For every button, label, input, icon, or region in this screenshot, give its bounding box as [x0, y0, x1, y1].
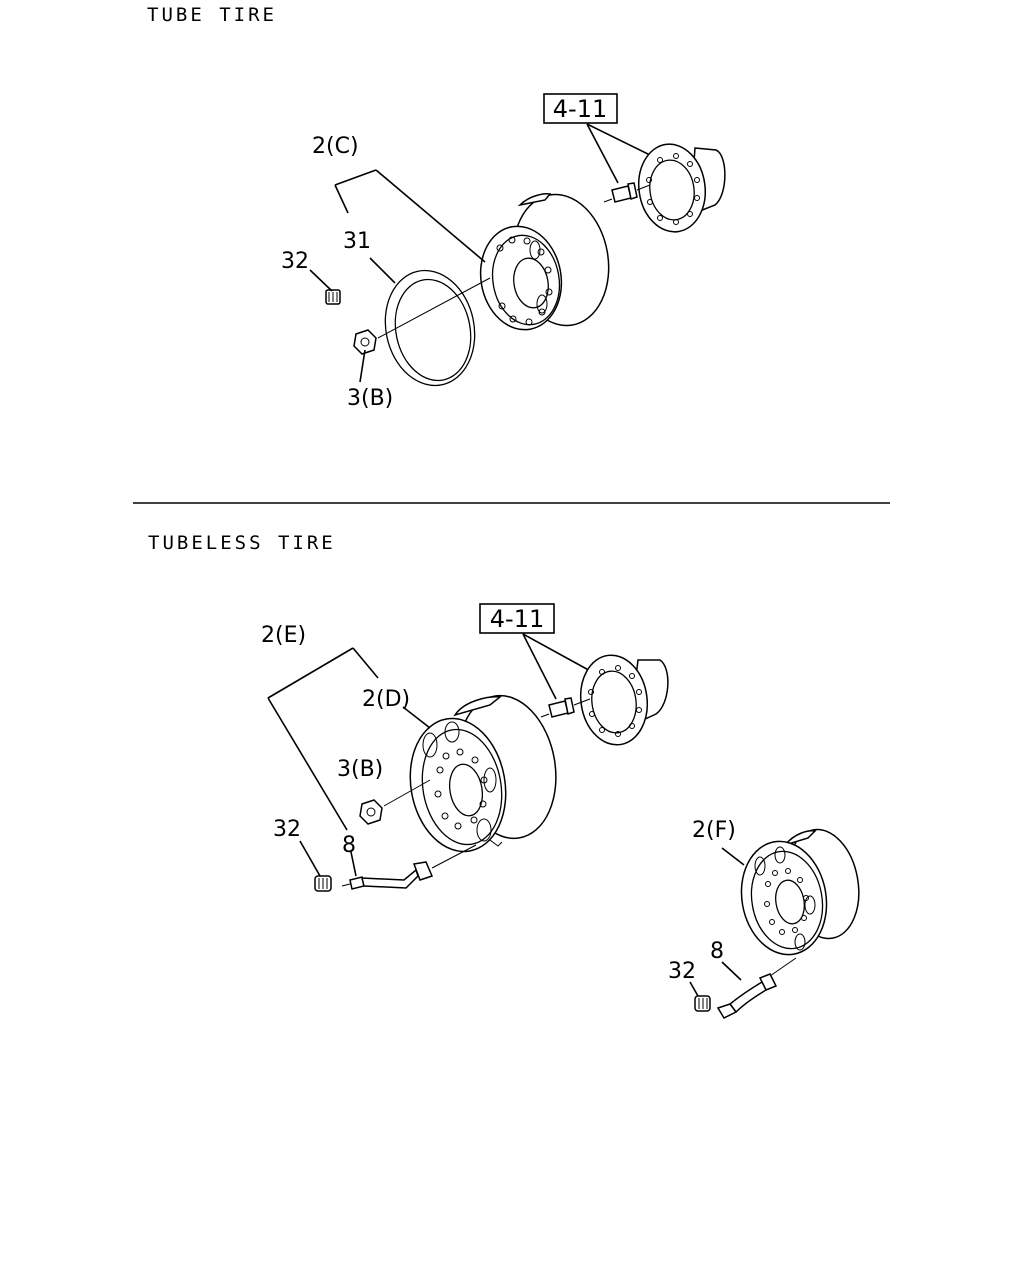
alt-valve-callout[interactable]: 8 — [710, 939, 724, 964]
tubeless-disc-wheel-callout[interactable]: 2(D) — [362, 687, 410, 712]
tubeless-nut-callout[interactable]: 3(B) — [337, 757, 383, 782]
tubeless-cap-callout[interactable]: 32 — [273, 817, 301, 842]
tube-ref-box-label: 4-11 — [553, 95, 607, 123]
tube-nut-callout[interactable]: 3(B) — [347, 386, 393, 411]
tube-disc-wheel-drawing — [479, 193, 610, 331]
tubeless-nut-drawing — [359, 799, 383, 825]
tubeless-disc-wheel-drawing — [409, 694, 557, 853]
tube-flap-drawing — [384, 269, 476, 387]
tube-cap-callout[interactable]: 32 — [281, 249, 309, 274]
tube-disc-wheel-callout[interactable]: 2(C) — [312, 134, 359, 159]
tubeless-hub-drawing — [579, 654, 669, 746]
tubeless-disc-assembly-callout[interactable]: 2(E) — [261, 623, 306, 648]
tubeless-valve-callout[interactable]: 8 — [342, 833, 356, 858]
tubeless-stud-drawing — [540, 697, 591, 718]
tube-flap-callout[interactable]: 31 — [343, 229, 371, 254]
tube-ref-box[interactable]: 4-11 — [543, 93, 618, 124]
alt-cap-drawing — [694, 995, 711, 1012]
tube-nut-drawing — [353, 329, 377, 355]
tube-cap-drawing — [325, 289, 341, 305]
tube-tire-title: TUBE TIRE — [147, 4, 277, 26]
tube-stud-drawing — [603, 182, 651, 203]
alt-disc-wheel-callout[interactable]: 2(F) — [692, 818, 736, 843]
tubeless-cap-drawing — [314, 875, 332, 892]
tubeless-ref-box-label: 4-11 — [490, 605, 544, 633]
tubeless-ref-box[interactable]: 4-11 — [479, 603, 555, 634]
alt-valve-drawing — [716, 957, 797, 1019]
alt-disc-wheel-drawing — [740, 828, 860, 956]
tubeless-tire-title: TUBELESS TIRE — [148, 532, 336, 554]
tubeless-valve-drawing — [341, 844, 477, 890]
alt-cap-callout[interactable]: 32 — [668, 959, 696, 984]
tube-hub-drawing — [638, 143, 726, 233]
